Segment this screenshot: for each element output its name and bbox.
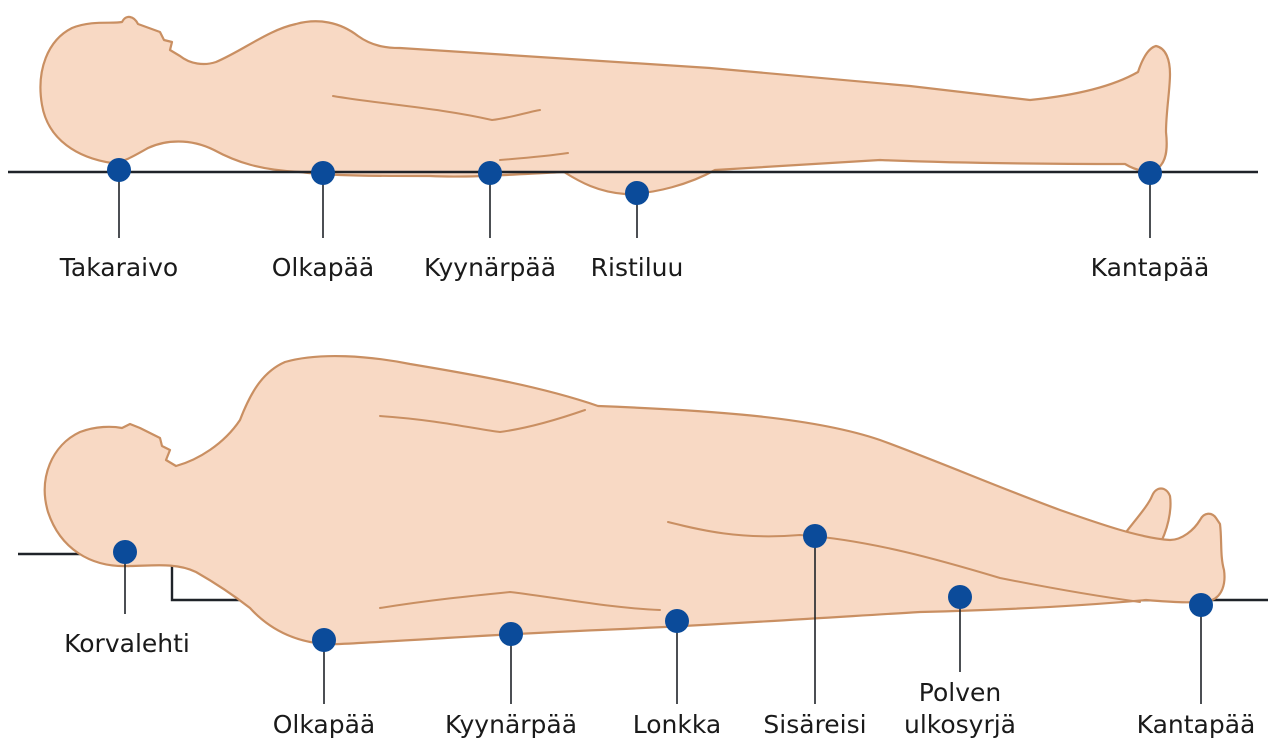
knee-point bbox=[948, 585, 972, 609]
hip-label: Lonkka bbox=[633, 710, 721, 739]
supine-heel-point bbox=[1138, 161, 1162, 185]
inner-thigh-point bbox=[803, 524, 827, 548]
supine-elbow-label: Kyynärpää bbox=[424, 253, 556, 282]
knee-label-line1: Polven bbox=[919, 678, 1001, 707]
lateral-shoulder-point bbox=[312, 628, 336, 652]
hip-point bbox=[665, 609, 689, 633]
inner-thigh-label: Sisäreisi bbox=[763, 710, 866, 739]
sacrum-point bbox=[625, 181, 649, 205]
supine-elbow-point bbox=[478, 161, 502, 185]
occiput-point bbox=[107, 158, 131, 182]
ear-point bbox=[113, 540, 137, 564]
occiput-label: Takaraivo bbox=[59, 253, 178, 282]
lateral-heel-label: Kantapää bbox=[1137, 710, 1256, 739]
supine-heel-label: Kantapää bbox=[1091, 253, 1210, 282]
supine-shoulder-label: Olkapää bbox=[272, 253, 375, 282]
lateral-elbow-label: Kyynärpää bbox=[445, 710, 577, 739]
sacrum-label: Ristiluu bbox=[591, 253, 684, 282]
supine-figure-group bbox=[40, 17, 1170, 194]
supine-body-silhouette bbox=[40, 17, 1170, 194]
lateral-shoulder-label: Olkapää bbox=[273, 710, 376, 739]
lateral-heel-point bbox=[1189, 593, 1213, 617]
supine-shoulder-point bbox=[311, 161, 335, 185]
lateral-elbow-point bbox=[499, 622, 523, 646]
ear-label: Korvalehti bbox=[64, 629, 190, 658]
knee-label-line2: ulkosyrjä bbox=[904, 710, 1016, 739]
